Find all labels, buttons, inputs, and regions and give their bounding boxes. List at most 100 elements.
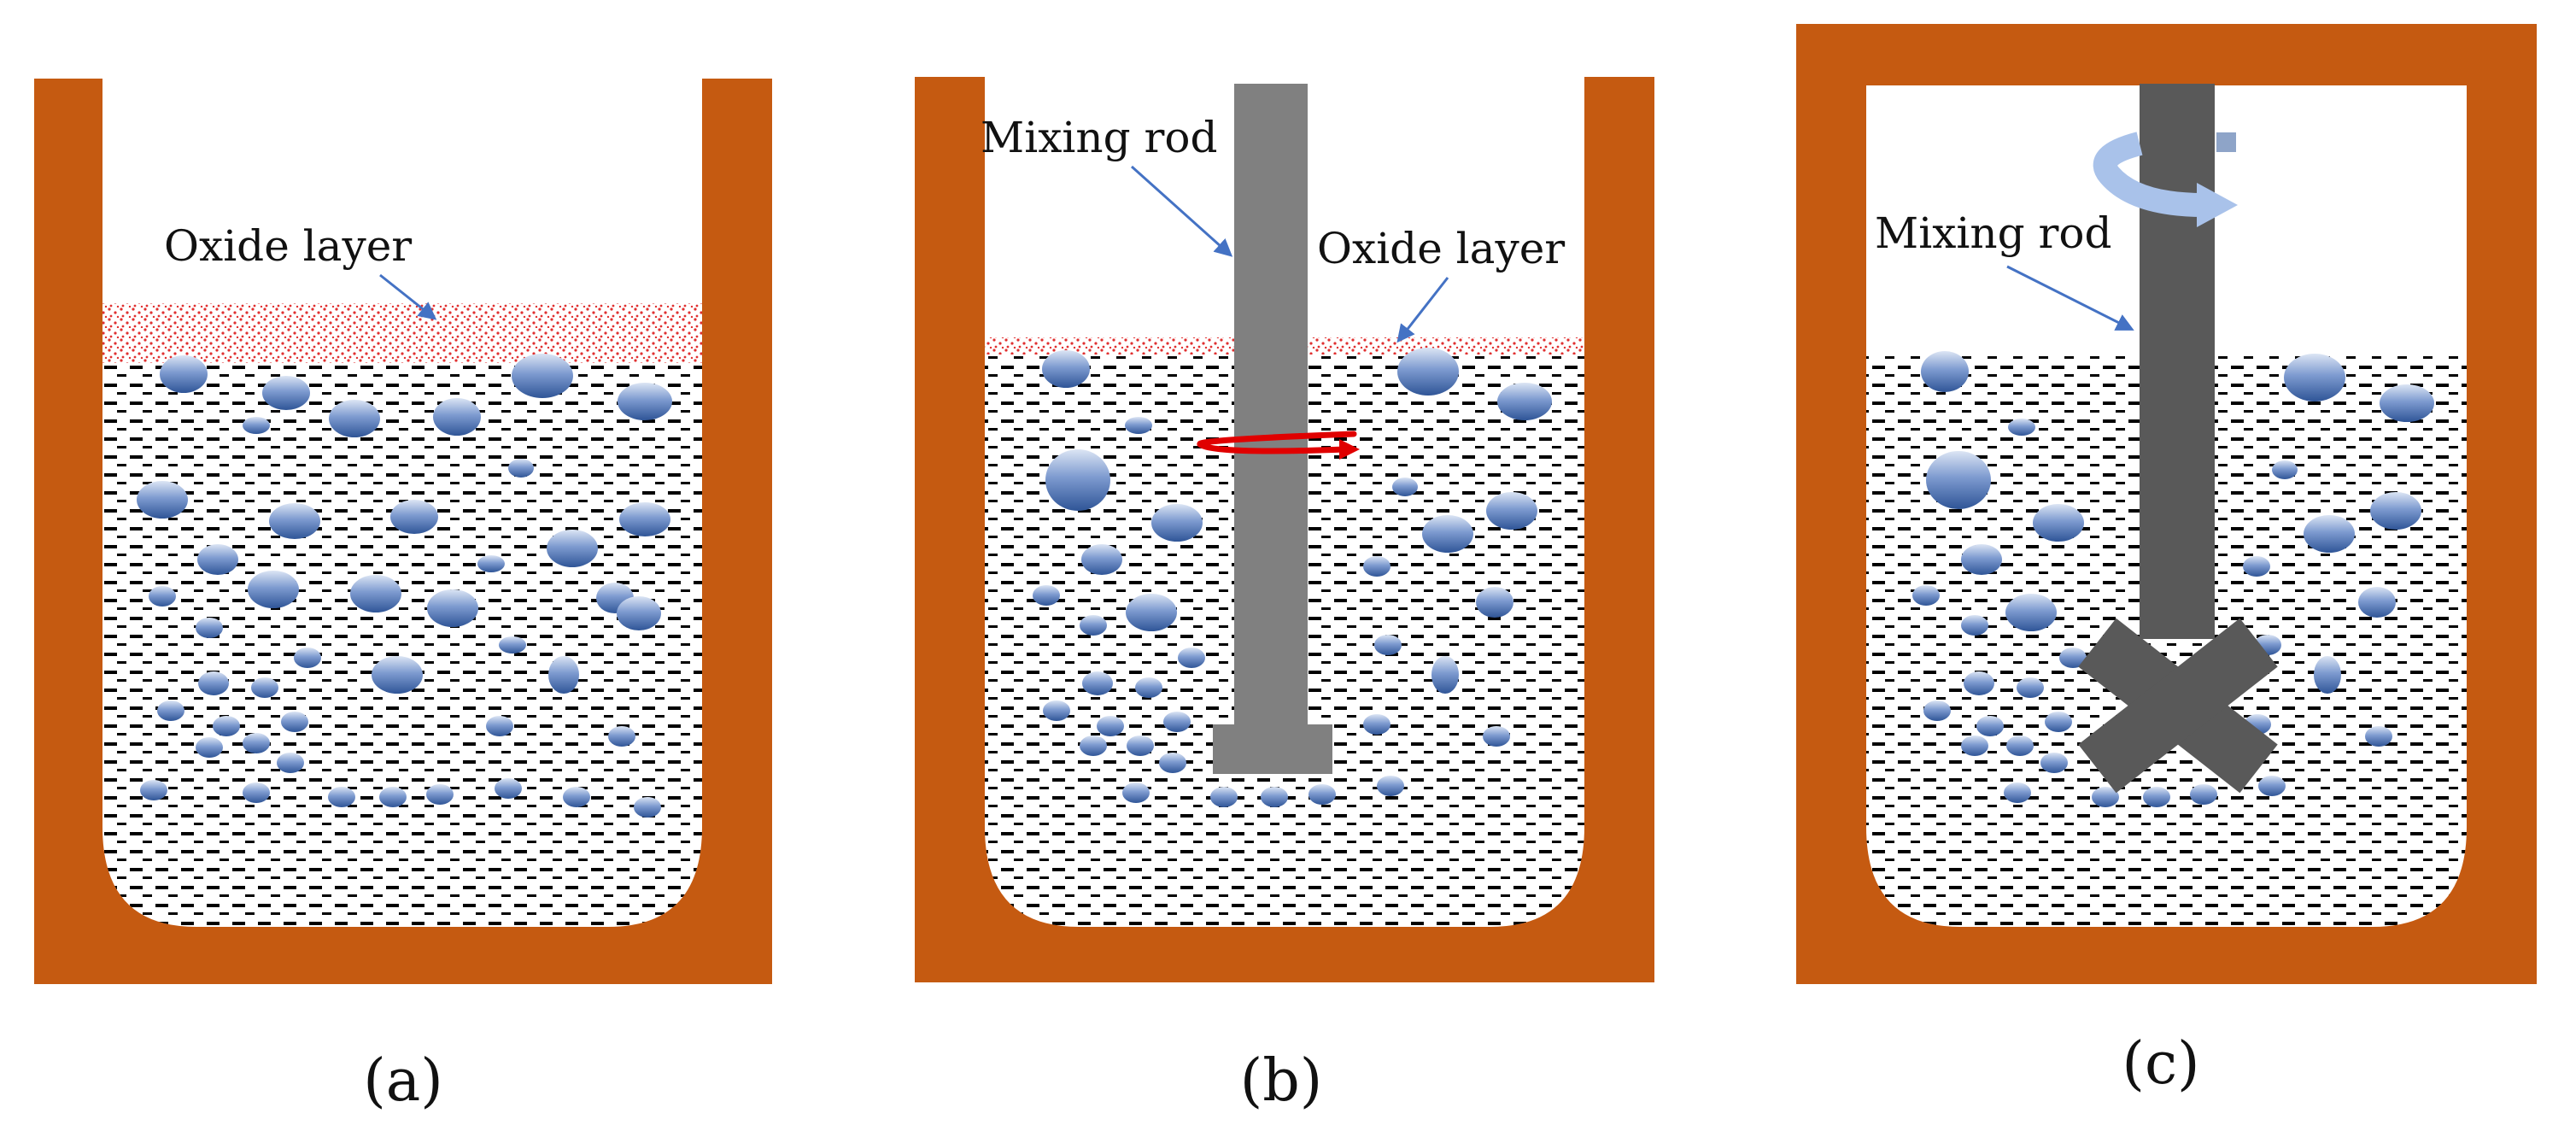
gas-bubble: [2045, 712, 2072, 732]
crucible-b: [915, 77, 1654, 982]
gas-bubble: [433, 398, 481, 436]
gas-bubble: [277, 753, 304, 773]
gas-bubble: [1080, 615, 1107, 636]
bubbles-c: [1912, 351, 2434, 807]
panel-c: Mixing rod (c): [1796, 24, 2537, 1098]
gas-bubble: [1397, 348, 1459, 396]
gas-bubble: [1476, 587, 1513, 618]
gas-bubble: [548, 656, 579, 694]
gas-bubble: [1422, 515, 1473, 553]
gas-bubble: [2314, 656, 2341, 694]
gas-bubble: [486, 716, 513, 736]
gas-bubble: [1135, 677, 1162, 698]
mixing-rod-pointer-arrow-b: [1130, 165, 1233, 257]
gas-bubble: [294, 648, 321, 668]
gas-bubble: [1363, 556, 1390, 577]
gas-bubble: [427, 589, 478, 627]
gas-bubble: [617, 596, 661, 630]
gas-bubble: [426, 784, 454, 805]
gas-bubble: [2143, 787, 2170, 807]
gas-bubble: [213, 716, 240, 736]
gas-bubble: [2304, 515, 2355, 553]
gas-bubble: [2190, 784, 2217, 805]
gas-bubble: [619, 502, 670, 536]
gas-bubble: [1486, 492, 1537, 530]
gas-bubble: [1392, 478, 1418, 496]
gas-bubble: [1081, 544, 1122, 575]
gas-bubble: [1210, 787, 1238, 807]
gas-bubble: [1125, 417, 1152, 434]
oxide-pointer-arrow-a: [379, 273, 437, 320]
oxide-layer-label-a: Oxide layer: [164, 221, 412, 271]
gas-bubble: [2005, 594, 2057, 631]
mixing-rod-c: [2078, 84, 2278, 794]
gas-bubble: [1374, 635, 1402, 655]
gas-bubble: [499, 636, 526, 653]
gas-bubble: [2006, 736, 2034, 756]
oxide-layer-label-b: Oxide layer: [1317, 224, 1565, 273]
crucible-c: [1796, 24, 2537, 984]
gas-bubble: [137, 481, 188, 519]
gas-bubble: [2004, 782, 2031, 803]
gas-bubble: [1497, 383, 1552, 420]
gas-bubble: [2243, 556, 2270, 577]
gas-bubble: [1377, 776, 1404, 796]
gas-bubble: [1163, 712, 1191, 732]
gas-bubble: [1961, 736, 1988, 756]
gas-bubble: [157, 700, 184, 721]
gas-bubble: [512, 354, 573, 398]
gas-bubble: [2040, 753, 2068, 773]
gas-bubble: [1261, 787, 1288, 807]
gas-bubble: [197, 544, 238, 575]
gas-bubble: [1976, 716, 2004, 736]
gas-bubble: [1483, 726, 1510, 747]
gas-bubble: [1912, 585, 1940, 606]
gas-bubble: [1033, 585, 1060, 606]
gas-bubble: [2092, 787, 2119, 807]
gas-bubble: [350, 575, 401, 612]
gas-bubble: [1923, 700, 1951, 721]
gas-bubble: [328, 787, 355, 807]
gas-bubble: [2284, 354, 2345, 401]
gas-bubble: [329, 400, 380, 437]
gas-bubble: [248, 571, 299, 608]
gas-bubble: [563, 787, 590, 807]
gas-bubble: [196, 618, 223, 638]
gas-bubble: [1431, 656, 1459, 694]
gas-bubble: [2370, 492, 2421, 530]
gas-bubble: [2358, 587, 2396, 618]
mixing-rod-label-b: Mixing rod: [981, 113, 1218, 162]
gas-bubble: [1178, 648, 1205, 668]
gas-bubble: [251, 677, 278, 698]
gas-bubble: [1097, 716, 1124, 736]
bubbles-a: [137, 354, 672, 818]
panel-a: Oxide layer (a): [34, 79, 772, 1115]
gas-bubble: [1159, 753, 1186, 773]
gas-bubble: [1926, 451, 1991, 509]
gas-bubble: [140, 780, 167, 800]
caption-b: (b): [1240, 1047, 1323, 1115]
gas-bubble: [149, 586, 176, 607]
gas-bubble: [1126, 594, 1177, 631]
gas-bubble: [2059, 648, 2087, 668]
gas-bubble: [2017, 677, 2044, 698]
red-rotation-arrow-icon: [1197, 431, 1360, 460]
crucible-a: [34, 79, 772, 984]
gas-bubble: [1045, 449, 1110, 511]
gas-bubble: [477, 555, 505, 572]
liquid-metal-a: [102, 363, 702, 927]
gas-bubble: [281, 712, 308, 732]
caption-c: (c): [2122, 1030, 2199, 1098]
curved-rotation-arrow-icon: [2093, 132, 2238, 227]
mixing-rod-label-c: Mixing rod: [1875, 208, 2112, 258]
panel-b: Mixing rod Oxide layer (b): [915, 77, 1654, 1115]
gas-bubble: [243, 782, 270, 803]
mixing-rod-pointer-arrow-c: [2006, 265, 2134, 331]
gas-bubble: [1042, 350, 1090, 388]
gas-bubble: [1122, 782, 1150, 803]
gas-bubble: [269, 503, 320, 539]
gas-bubble: [1127, 736, 1154, 756]
gas-bubble: [2008, 419, 2035, 436]
gas-bubble: [508, 459, 534, 478]
